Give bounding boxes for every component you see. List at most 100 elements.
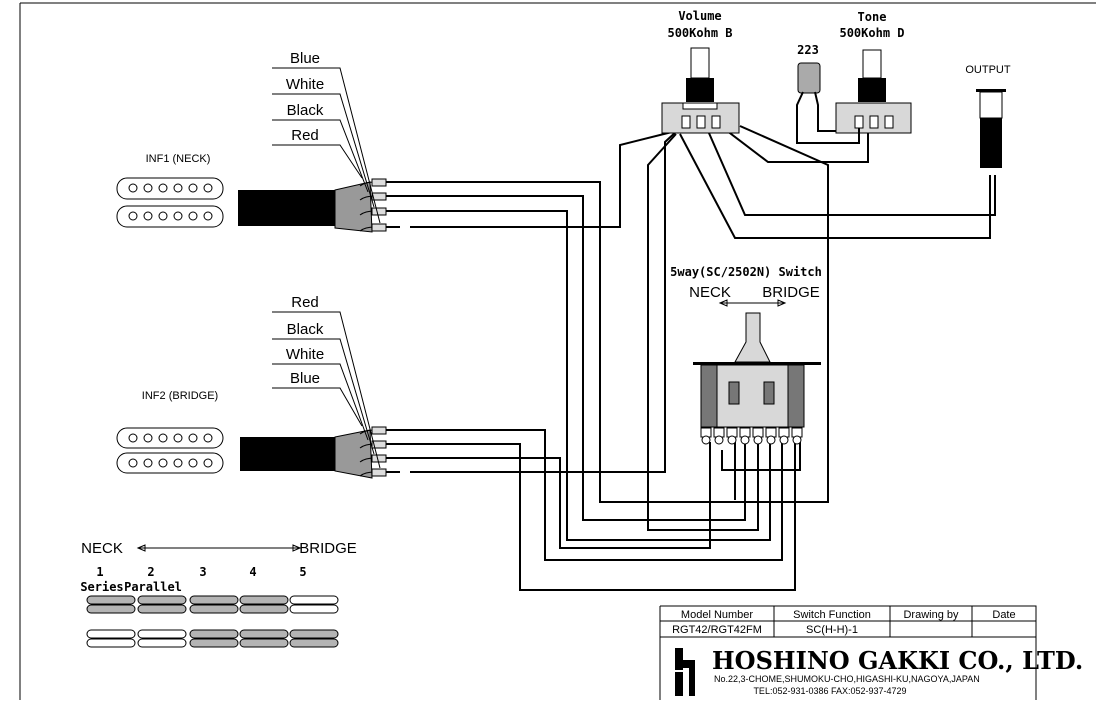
pole-piece (203, 458, 213, 468)
pole-piece (188, 183, 198, 193)
wire (679, 133, 991, 239)
capacitor-leads (796, 91, 860, 144)
company-name: HOSHINO GAKKI CO., LTD. (712, 646, 1083, 675)
label-leader-line (272, 119, 369, 193)
pole-piece (188, 458, 198, 468)
wire-color-label: Black (287, 102, 324, 119)
bridge-pickup-label: INF2 (BRIDGE) (142, 390, 218, 402)
pole-piece (173, 458, 183, 468)
volume-lug-2 (696, 115, 706, 129)
pole-piece (143, 433, 153, 443)
tone-lug-2 (869, 115, 879, 129)
lead-sleeve (371, 426, 387, 435)
legend-mode-label: Series (80, 580, 123, 594)
label-leader-line (272, 67, 381, 224)
bridge-shield (334, 429, 373, 479)
switch-side-right (787, 364, 805, 428)
wire-color-label: Red (291, 294, 319, 311)
switch-terminal-eyelet (714, 435, 724, 445)
title-block-value: RGT42/RGT42FM (672, 624, 762, 636)
pole-piece (128, 211, 138, 221)
legend-position-number: 5 (299, 565, 306, 579)
tone-knob-shaft (862, 49, 882, 79)
pole-piece (158, 458, 168, 468)
legend-position-number: 4 (249, 565, 256, 579)
legend-bridge-pickup (289, 638, 339, 648)
lead-sleeve (371, 454, 387, 463)
tone-pot: Tone 500Kohm D 223 (796, 10, 912, 144)
tone-lug-3 (884, 115, 894, 129)
legend-bridge-pickup (86, 638, 136, 648)
jack-nut (976, 89, 1006, 92)
volume-knob-shaft (690, 47, 710, 79)
label-leader-line (272, 363, 369, 441)
label-leader-line (272, 144, 363, 179)
wire-color-label: Blue (290, 370, 320, 387)
legend-bridge-pickup (137, 629, 187, 639)
switch-body (716, 364, 789, 428)
tone-title: Tone (858, 10, 887, 24)
volume-title: Volume (678, 9, 721, 23)
tone-lug-1 (854, 115, 864, 129)
label-leader-line (272, 338, 375, 455)
label-leader-line (272, 93, 375, 208)
neck-coil-1 (116, 177, 224, 200)
volume-bushing (686, 78, 714, 102)
jack-thread (980, 118, 1002, 168)
legend-bridge-pickup (189, 638, 239, 648)
legend-bridge-pickup (137, 638, 187, 648)
switch-screw-right (763, 381, 775, 405)
pole-piece (173, 211, 183, 221)
jack-sleeve (979, 91, 1003, 119)
wires (400, 123, 996, 591)
wire-color-label: Blue (290, 50, 320, 67)
title-block-value: SC(H-H)-1 (806, 624, 858, 636)
lead-sleeve (371, 223, 387, 232)
legend-neck-pickup (86, 595, 136, 605)
capacitor-value: 223 (797, 43, 819, 57)
frame (19, 2, 1096, 700)
pole-piece (173, 183, 183, 193)
volume-plate (682, 102, 718, 110)
wire-color-label: Black (287, 321, 324, 338)
wire (400, 442, 796, 591)
legend-neck-pickup (289, 595, 339, 605)
switch-lever[interactable] (734, 312, 771, 363)
legend-bridge-pickup (86, 629, 136, 639)
company-contact: TEL:052-931-0386 FAX:052-937-4729 (753, 686, 906, 696)
legend-bridge-pickup (289, 629, 339, 639)
wire (400, 429, 783, 561)
bridge-cable (240, 437, 335, 471)
title-block-header: Drawing by (903, 609, 959, 621)
pole-piece (203, 433, 213, 443)
switch-terminal-eyelet (727, 435, 737, 445)
five-way-switch: 5way(SC/2502N) Switch NECK BRIDGE (670, 265, 822, 445)
legend-neck-pickup (137, 604, 187, 614)
wire (410, 131, 673, 228)
pole-piece (158, 433, 168, 443)
neck-shield (334, 181, 373, 233)
legend-position-number: 2 (147, 565, 154, 579)
legend-bridge: BRIDGE (299, 540, 357, 557)
switch-side-left (700, 364, 718, 428)
legend-bridge-pickup (239, 638, 289, 648)
tone-value: 500Kohm D (839, 26, 904, 40)
wire (400, 125, 829, 503)
pole-piece (188, 211, 198, 221)
legend-neck-pickup (289, 604, 339, 614)
title-block-header: Date (992, 609, 1015, 621)
lead-sleeve (371, 468, 387, 477)
legend-position-number: 1 (96, 565, 103, 579)
pole-piece (128, 183, 138, 193)
volume-lug-3 (711, 115, 721, 129)
output-label: OUTPUT (965, 64, 1011, 76)
legend-position-number: 3 (199, 565, 206, 579)
title-block-header: Switch Function (793, 609, 871, 621)
pole-piece (188, 433, 198, 443)
switch-terminal-eyelet (779, 435, 789, 445)
